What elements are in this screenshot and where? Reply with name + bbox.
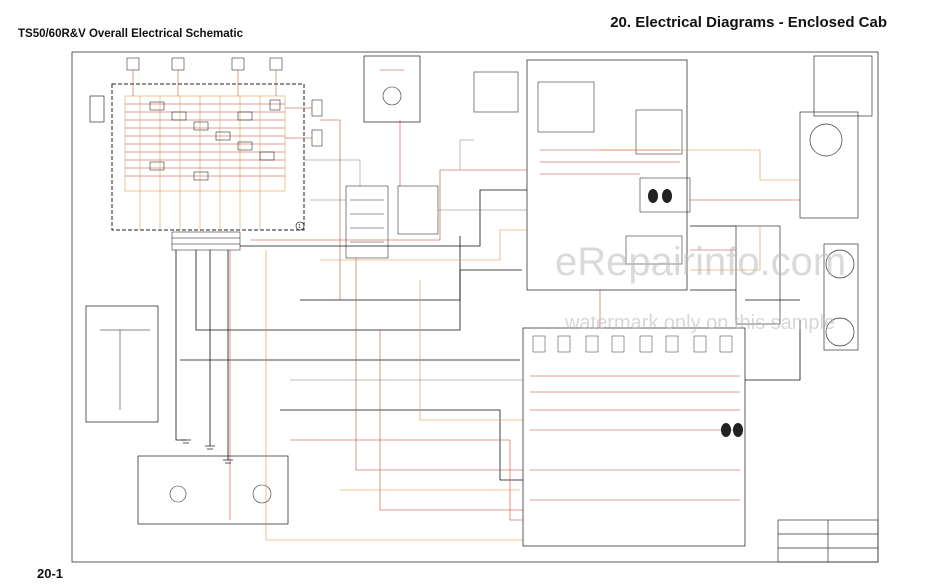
section-title: 20. Electrical Diagrams - Enclosed Cab — [610, 14, 887, 31]
module-2 — [85, 305, 159, 423]
wire-harness-black — [175, 189, 801, 481]
module-7 — [363, 55, 421, 123]
module-3 — [473, 59, 691, 291]
wire-harness-red — [229, 119, 800, 521]
watermark-brand: eRepairinfo.com — [555, 240, 847, 284]
module-1-harness: 1 — [111, 57, 323, 231]
right-components — [735, 55, 873, 351]
wire-harness-gray — [290, 139, 527, 381]
side-switch — [89, 95, 105, 123]
watermark-note: watermark only on this sample — [565, 312, 836, 334]
title-block — [777, 519, 879, 563]
ground-symbols — [181, 439, 233, 464]
relay-cluster — [345, 185, 439, 259]
module-4 — [522, 327, 746, 547]
page-number: 20-1 — [37, 566, 64, 581]
module-9 — [137, 455, 289, 525]
wire-harness-orange — [265, 149, 800, 541]
callout-1: 1 — [298, 224, 301, 230]
connector-bank-1 — [171, 231, 241, 251]
drawing-frame — [71, 51, 879, 563]
schematic-title: TS50/60R&V Overall Electrical Schematic — [18, 28, 244, 40]
